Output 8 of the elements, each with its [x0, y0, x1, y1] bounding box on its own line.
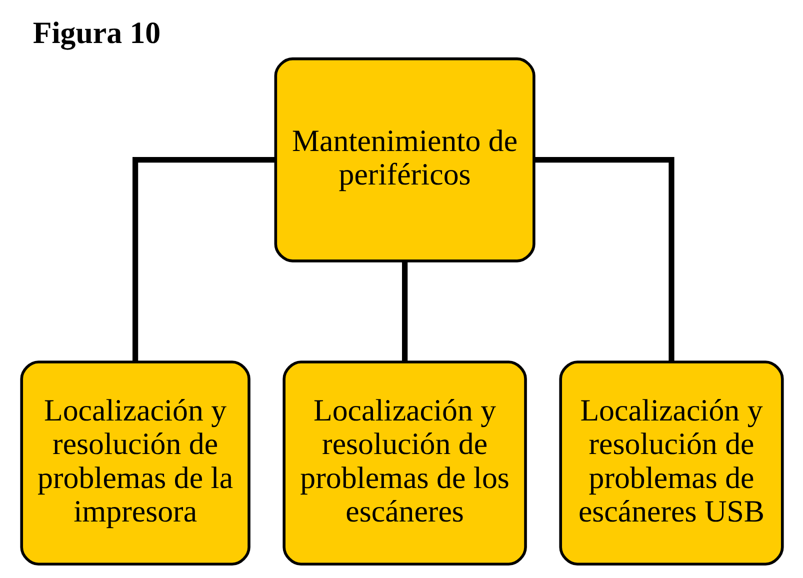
node-box: Localización y resolución de problemas de la impresora: [20, 360, 250, 566]
diagram-title: Figura 10: [32, 14, 160, 50]
connector: [132, 157, 276, 362]
connector: [534, 157, 674, 362]
node-box: Localización y resolución de problemas de los escáneres: [282, 360, 526, 566]
node-box: Localización y resolución de problemas de escáneres USB: [558, 360, 784, 566]
node-box: Mantenimiento de periféricos: [274, 57, 535, 262]
connector: [402, 261, 408, 362]
